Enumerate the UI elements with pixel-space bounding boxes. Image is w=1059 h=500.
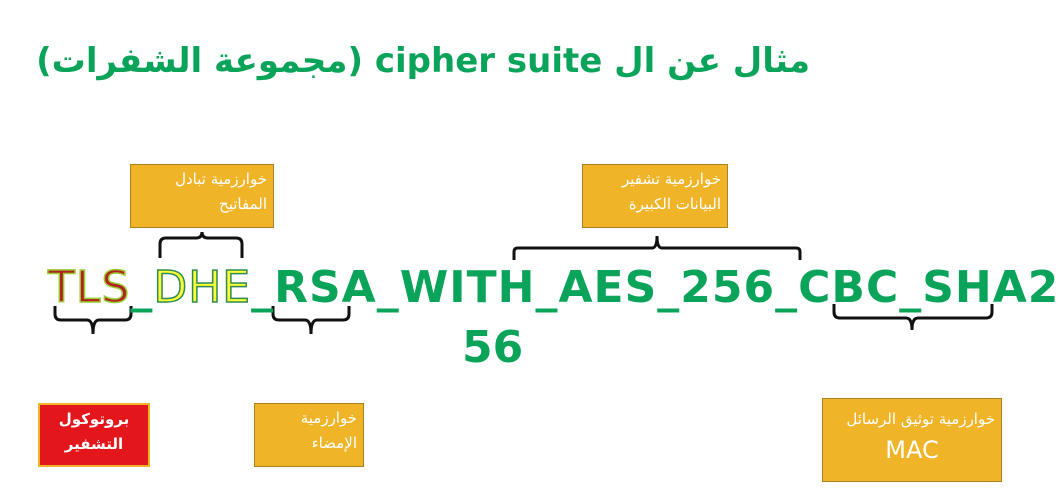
protocol-label-box: بروتوكول التشفير: [38, 403, 150, 467]
cipher-suite-string: TLS_DHE_RSA_WITH_AES_256_CBC_SHA2: [47, 261, 1059, 314]
cipher-segment-dhe: DHE: [153, 261, 252, 314]
signature-label-box: خوارزمية الإمضاء: [254, 403, 364, 467]
key-exchange-label-box: خوارزمية تبادل المفاتيح: [130, 164, 274, 228]
cipher-segment-tls: TLS: [47, 261, 131, 314]
protocol-label-line-2: التشفير: [64, 435, 124, 453]
signature-brace: [271, 306, 351, 335]
bulk-encryption-label-line-1: خوارزمية تشفير: [622, 170, 721, 188]
protocol-brace: [53, 306, 133, 335]
key-exchange-brace: [158, 231, 244, 258]
mac-label-box: خوارزمية توثيق الرسائل MAC: [822, 398, 1002, 482]
signature-label-line-1: خوارزمية: [300, 409, 357, 427]
cipher-separator: _: [130, 262, 154, 313]
page-title: مثال عن ال cipher suite (مجموعة الشفرات): [36, 41, 810, 81]
cipher-segment-rest: _RSA_WITH_AES_256_CBC_SHA2: [251, 262, 1059, 313]
mac-brace: [832, 304, 994, 331]
bulk-encryption-brace: [512, 235, 802, 260]
cipher-suite-wrap: 56: [462, 322, 524, 373]
key-exchange-label-line-2: المفاتيح: [219, 195, 267, 213]
key-exchange-label-line-1: خوارزمية تبادل: [175, 170, 267, 188]
mac-label-line-2: MAC: [885, 436, 939, 464]
bulk-encryption-label-box: خوارزمية تشفير البيانات الكبيرة: [582, 164, 728, 228]
braces-layer: [53, 231, 994, 335]
signature-label-line-2: الإمضاء: [311, 434, 357, 452]
protocol-label-line-1: بروتوكول: [58, 410, 130, 428]
bulk-encryption-label-line-2: البيانات الكبيرة: [628, 195, 721, 213]
mac-label-line-1: خوارزمية توثيق الرسائل: [846, 410, 995, 428]
